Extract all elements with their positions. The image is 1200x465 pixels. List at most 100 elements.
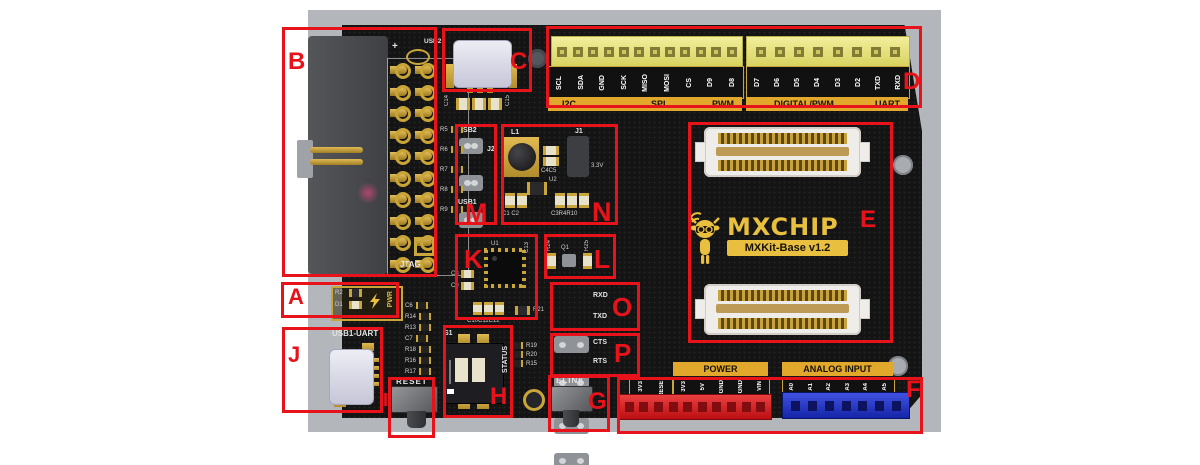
pin-socket [741, 402, 751, 412]
annotation-label-l: L [594, 244, 610, 274]
power-group-band: POWER [673, 362, 768, 376]
annotation-box-a [281, 282, 399, 318]
header-left-i2c-spi-pwm [551, 36, 743, 68]
group-label-uart: UART [875, 99, 900, 109]
c1c2-label: C1 C2 [502, 211, 520, 217]
silkscreen-ref: C7 [405, 335, 413, 342]
socket-contacts [718, 318, 847, 329]
pin-socket [680, 47, 691, 57]
capacitor [495, 302, 504, 315]
annotation-label-k: K [464, 244, 483, 274]
switch-mark [447, 389, 454, 394]
jtag-pin [390, 149, 411, 166]
component-row: R15 [511, 360, 537, 367]
pin-socket [807, 400, 817, 411]
pin-socket [870, 47, 881, 57]
j1-ref: J1 [575, 128, 583, 135]
annotation-label-h: H [490, 383, 508, 410]
group-label-digital-pwm: DIGITAL/PWM [774, 99, 834, 109]
component [579, 193, 589, 208]
micro-usb-uart-connector [329, 349, 374, 405]
pin-socket [756, 402, 766, 412]
component [555, 193, 565, 208]
pin-socket [649, 47, 660, 57]
pin-socket [653, 402, 663, 412]
annotation-label-d: D [903, 68, 921, 95]
component-row: R19 [511, 342, 537, 349]
silkscreen-ref: R18 [405, 346, 417, 353]
jtag-pin [390, 170, 411, 187]
annotation-box-d [546, 26, 922, 108]
usb-pin [369, 374, 379, 378]
silkscreen-ref: R9 [440, 206, 448, 213]
r2-ref: R2 [335, 290, 343, 296]
smd-component [419, 368, 432, 375]
switch-actuator [455, 358, 468, 382]
usb-pin [369, 382, 379, 386]
silkscreen-ref: R17 [405, 368, 417, 375]
annotation-box-m [455, 124, 497, 225]
smd-component [419, 357, 432, 364]
pin-socket [775, 47, 786, 57]
pin-socket [603, 47, 614, 57]
pin-socket [711, 47, 722, 57]
c9-ref: C9 [451, 283, 459, 289]
switch-pad [477, 399, 489, 409]
u2-ic [527, 182, 547, 195]
pin-socket [892, 400, 902, 411]
switch-detail [449, 360, 451, 384]
flow-jumper-rts [554, 453, 589, 465]
capacitor [505, 193, 515, 208]
silkscreen-ref: R7 [440, 166, 448, 173]
socket-tab [859, 299, 870, 319]
analog-header-blue [782, 392, 910, 419]
capacitor [517, 193, 527, 208]
inductor-ref: L1 [511, 129, 520, 136]
capacitor [484, 302, 493, 315]
annotation-label-f: F [906, 376, 921, 403]
smd-component [415, 335, 428, 342]
switch-pad [477, 334, 489, 344]
usb-pin [369, 358, 379, 362]
usb-select-jumper-pad [459, 138, 483, 154]
annotation-box-i [388, 377, 435, 438]
usb2-silkscreen-label: USB2 [424, 38, 442, 45]
annotation-label-p: P [614, 338, 632, 368]
pin-socket [588, 47, 599, 57]
silkscreen-ref: R20 [526, 351, 538, 358]
silkscreen-ref: C6 [405, 302, 413, 309]
annotation-label-j: J [288, 342, 301, 367]
c4c5-label: C4C5 [541, 168, 557, 174]
annotation-label-a: A [288, 284, 304, 309]
q1-transistor [562, 254, 576, 267]
txd-label: TXD [593, 313, 607, 320]
r2-resistor [349, 289, 362, 297]
capacitor [543, 157, 559, 166]
silkscreen-ref: R13 [405, 324, 417, 331]
jtag-pin [390, 106, 411, 123]
capacitor [473, 302, 482, 315]
jtag-pin [390, 235, 411, 252]
smd-component [419, 313, 432, 320]
annotation-box-n [501, 124, 618, 225]
silkscreen-ref: R14 [405, 313, 417, 320]
pin-socket [634, 47, 645, 57]
capacitor [461, 270, 474, 278]
led-glow [357, 182, 379, 204]
r21-ref: R21 [533, 307, 545, 313]
annotation-label-m: M [465, 198, 488, 228]
socket-contacts [718, 290, 847, 301]
inductor-l1 [508, 143, 536, 171]
q1-ref: Q1 [561, 245, 570, 251]
r24-resistor [547, 253, 556, 269]
annotation-label-e: E [860, 206, 877, 233]
usb-select-ref: J2 [487, 146, 495, 153]
annotation-label-i: I [383, 390, 389, 410]
component-row: R14 [405, 313, 432, 320]
group-label-pwm: PWM [712, 99, 734, 109]
annotation-box-e [688, 122, 893, 343]
pin-socket [858, 400, 868, 411]
component-row: C7 [405, 335, 431, 342]
annotation-box-k [455, 234, 538, 320]
